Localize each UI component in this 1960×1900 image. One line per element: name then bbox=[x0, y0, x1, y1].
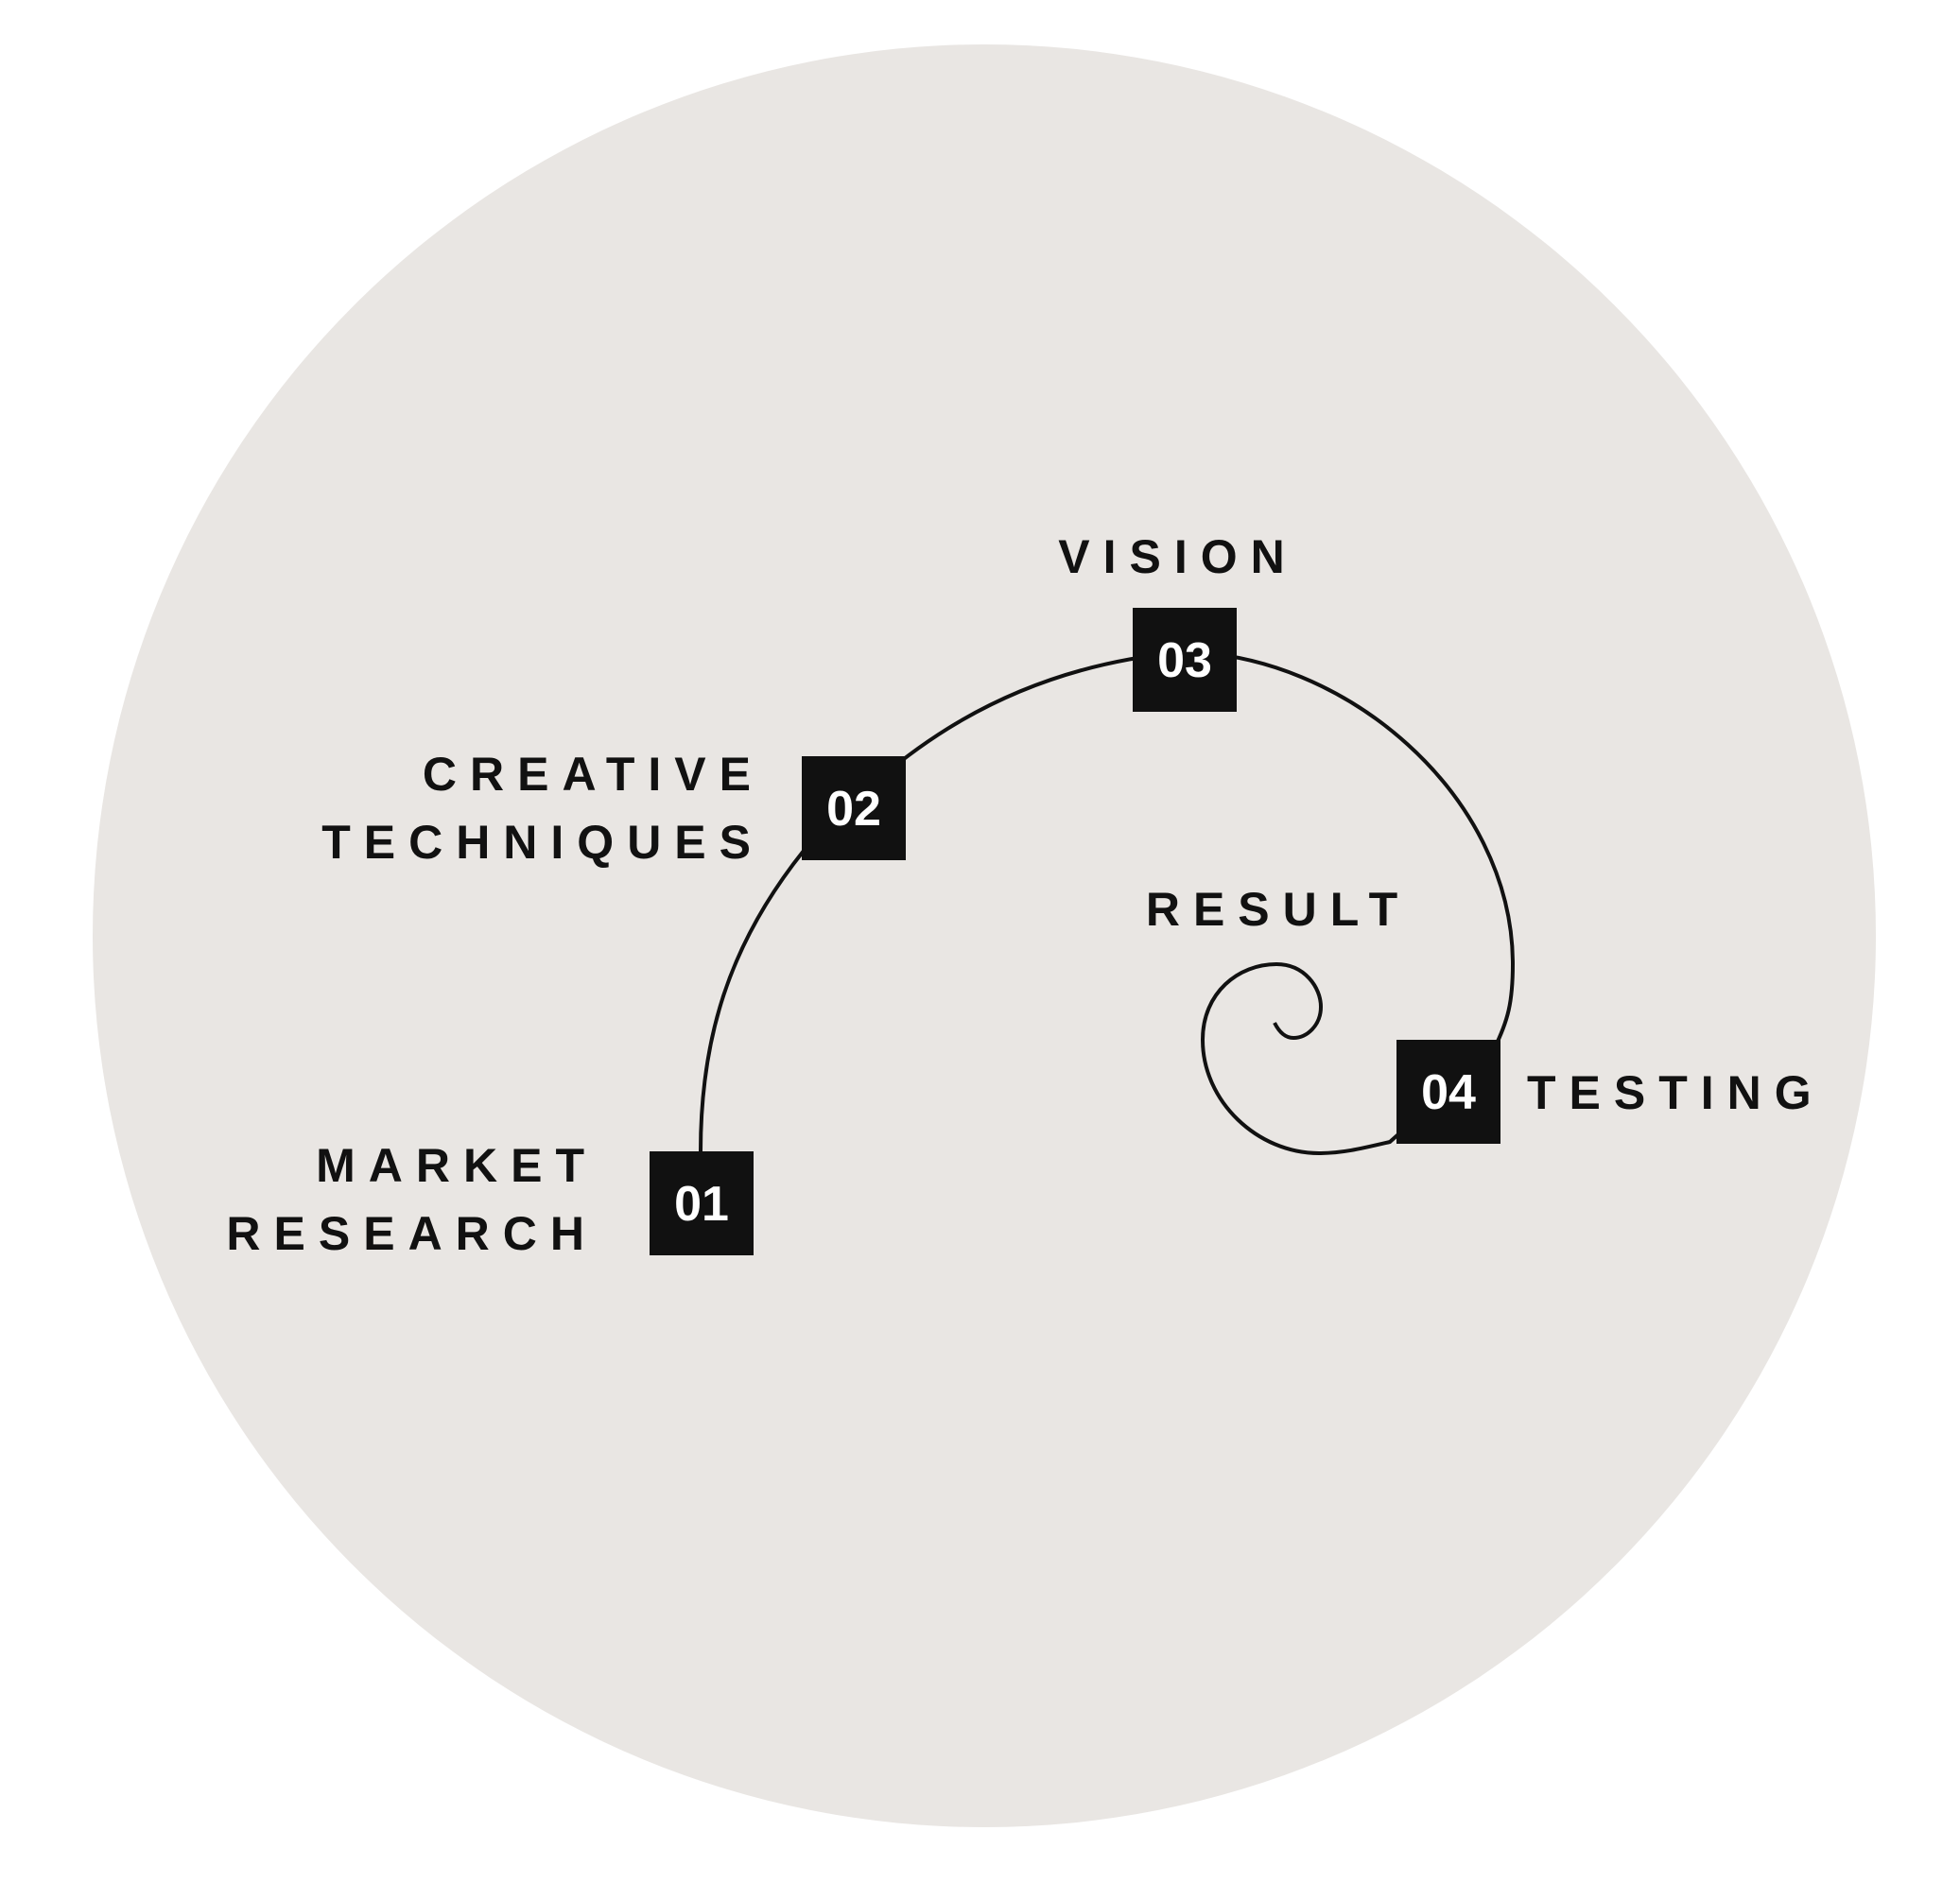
step-02-number: 02 bbox=[826, 782, 881, 837]
step-02-label-line-2: TECHNIQUES bbox=[321, 816, 764, 869]
step-03-number: 03 bbox=[1157, 633, 1212, 688]
step-02-box: 02 bbox=[802, 756, 906, 860]
step-01-label-line-1: MARKET bbox=[316, 1139, 598, 1192]
step-04-number: 04 bbox=[1421, 1065, 1476, 1120]
step-03-label: VISION bbox=[1058, 530, 1297, 583]
step-01-label-line-2: RESEARCH bbox=[226, 1207, 598, 1260]
step-01-number: 01 bbox=[674, 1177, 729, 1232]
step-04-label: TESTING bbox=[1527, 1066, 1825, 1119]
step-02-label-line-1: CREATIVE bbox=[423, 748, 764, 801]
step-03-box: 03 bbox=[1133, 608, 1237, 712]
step-04-box: 04 bbox=[1396, 1040, 1500, 1144]
background-circle bbox=[93, 44, 1876, 1827]
result-label: RESULT bbox=[1146, 883, 1411, 936]
step-01-box: 01 bbox=[650, 1151, 754, 1255]
